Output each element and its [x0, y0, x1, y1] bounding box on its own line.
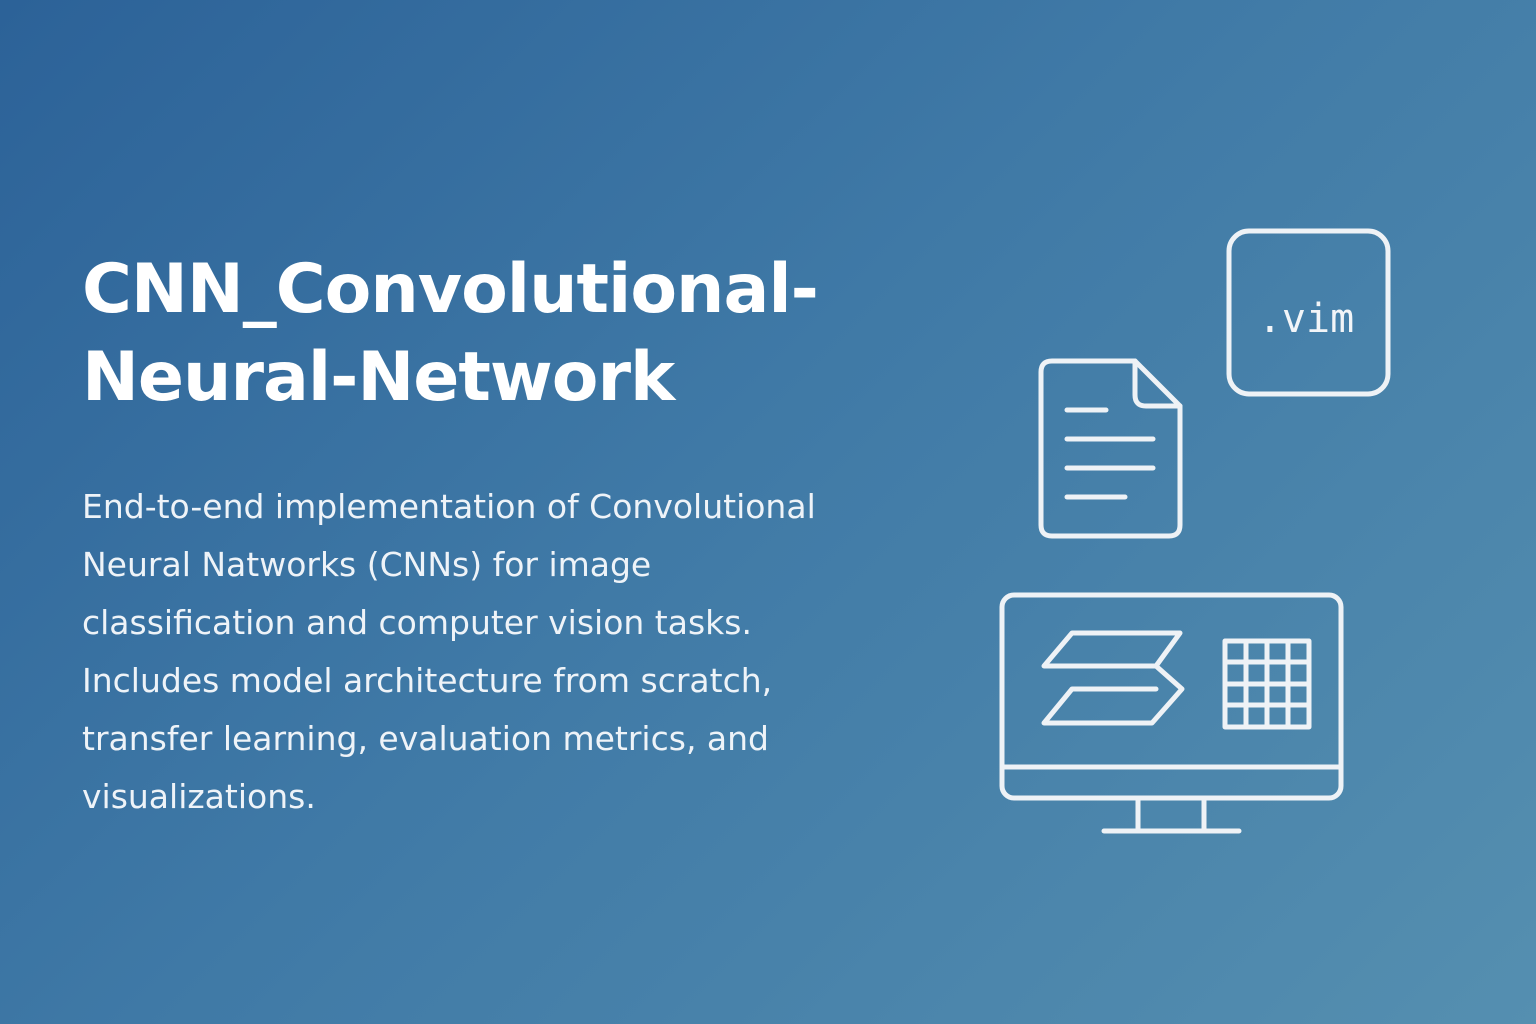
vim-file-label: .vim — [1258, 296, 1354, 342]
title-line-2: Neural-Network — [82, 338, 675, 417]
description-line-5: transfer learning, evaluation metrics, a… — [82, 719, 770, 758]
document-icon — [1038, 358, 1183, 539]
vim-file-icon: .vim — [1226, 228, 1391, 397]
page-title: CNN_Convolutional- Neural-Network — [82, 246, 982, 422]
description-line-6: visualizations. — [82, 777, 316, 816]
illustration: .vim — [999, 228, 1391, 834]
description: End-to-end implementation of Convolution… — [82, 478, 962, 826]
description-line-3: classification and computer vision tasks… — [82, 603, 752, 642]
title-line-1: CNN_Convolutional- — [82, 250, 819, 329]
grid-icon — [1222, 638, 1312, 730]
layers-icon — [1041, 630, 1185, 726]
description-line-1: End-to-end implementation of Convolution… — [82, 487, 816, 526]
monitor-icon — [999, 592, 1344, 834]
description-line-4: Includes model architecture from scratch… — [82, 661, 773, 700]
description-line-2: Neural Natworks (CNNs) for image — [82, 545, 652, 584]
